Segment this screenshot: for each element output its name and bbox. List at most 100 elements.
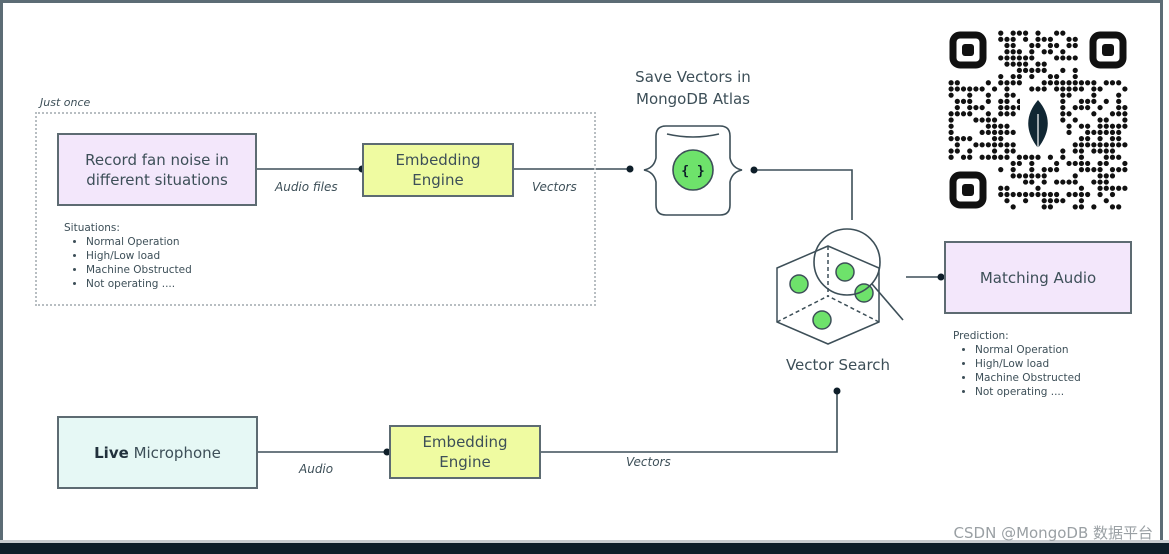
qr-module <box>1016 67 1022 73</box>
qr-module <box>1116 98 1122 104</box>
qr-module <box>998 104 1004 111</box>
qr-module <box>979 104 985 111</box>
situation-item: Normal Operation <box>86 235 192 249</box>
qr-module <box>1010 142 1016 148</box>
qr-module <box>1072 142 1078 148</box>
qr-module <box>1004 185 1010 191</box>
qr-module <box>948 129 954 136</box>
qr-module <box>1097 173 1103 179</box>
qr-module <box>1097 86 1103 92</box>
edge-label-audio-files: Audio files <box>275 180 338 194</box>
qr-module <box>1060 92 1066 98</box>
qr-module <box>1072 160 1078 167</box>
qr-module <box>1109 154 1116 160</box>
qr-module <box>1047 167 1054 173</box>
qr-module <box>979 154 985 160</box>
qr-module <box>1047 198 1054 204</box>
prediction-item: Normal Operation <box>975 343 1081 357</box>
qr-module <box>1060 67 1066 73</box>
qr-module <box>1054 191 1060 198</box>
qr-module <box>1097 129 1103 136</box>
qr-module <box>1047 36 1054 42</box>
qr-module <box>985 142 991 148</box>
qr-module <box>1066 80 1072 86</box>
qr-module <box>1060 80 1066 86</box>
qr-module <box>1060 111 1066 117</box>
qr-module <box>1103 185 1109 191</box>
qr-module <box>967 111 973 117</box>
live-microphone-node: Live Microphone <box>57 416 258 489</box>
qr-module <box>948 111 954 117</box>
qr-module <box>1122 142 1128 148</box>
qr-module <box>1060 104 1066 111</box>
qr-module <box>948 117 954 123</box>
qr-module <box>1029 42 1035 49</box>
qr-module <box>948 136 954 142</box>
qr-module <box>1041 49 1047 55</box>
qr-module <box>1010 61 1016 67</box>
qr-module <box>1122 160 1128 167</box>
qr-module <box>991 86 998 92</box>
qr-module <box>1054 55 1060 61</box>
qr-module <box>1116 123 1122 129</box>
qr-module <box>1054 42 1060 49</box>
image-frame <box>0 0 1163 541</box>
watermark: CSDN @MongoDB 数据平台 <box>953 524 1153 542</box>
qr-module <box>1041 191 1047 198</box>
qr-module <box>1091 111 1097 117</box>
atlas-title: Save Vectors in MongoDB Atlas <box>610 66 776 110</box>
qr-module <box>1072 117 1078 123</box>
qr-module <box>1054 30 1060 36</box>
qr-module <box>1047 49 1054 55</box>
qr-module <box>1041 61 1047 67</box>
qr-module <box>1091 98 1097 104</box>
qr-module <box>1004 98 1010 104</box>
qr-module <box>1066 92 1072 98</box>
qr-module <box>1103 80 1109 86</box>
qr-module <box>1004 61 1010 67</box>
live-bold-label: Live <box>94 443 129 462</box>
qr-module <box>991 117 998 123</box>
qr-module <box>1029 167 1035 173</box>
connector-dot <box>626 165 634 173</box>
edge-label-vectors-top: Vectors <box>532 180 577 194</box>
qr-module <box>1109 142 1116 148</box>
qr-module <box>1010 160 1016 167</box>
bottom-divider <box>0 540 1169 543</box>
qr-module <box>1035 67 1041 73</box>
qr-module <box>1004 191 1010 198</box>
qr-module <box>1116 142 1122 148</box>
qr-module <box>1010 167 1016 173</box>
qr-module <box>1078 167 1085 173</box>
qr-module <box>1078 198 1085 204</box>
qr-module <box>1004 42 1010 49</box>
qr-module <box>1022 198 1029 204</box>
situations-title: Situations: <box>64 222 120 234</box>
qr-module <box>1066 179 1072 185</box>
connector-dot <box>383 448 391 456</box>
qr-module <box>1066 160 1072 167</box>
qr-finder-top-left <box>949 31 987 69</box>
qr-module <box>1072 80 1078 86</box>
qr-module <box>1097 117 1103 123</box>
embedding-top-line1: Embedding <box>395 151 481 169</box>
group-label: Just once <box>40 96 91 109</box>
record-fan-noise-node: Record fan noise in different situations <box>57 133 257 206</box>
qr-module <box>1072 73 1078 80</box>
qr-module <box>960 111 967 117</box>
qr-module <box>1004 55 1010 61</box>
qr-module <box>1116 185 1122 191</box>
qr-module <box>998 123 1004 129</box>
vector-search-cube-icon <box>776 245 880 345</box>
qr-module <box>1010 42 1016 49</box>
qr-module <box>1066 111 1072 117</box>
qr-module <box>1116 129 1122 136</box>
qr-module <box>1085 160 1091 167</box>
qr-module <box>1035 86 1041 92</box>
qr-module <box>1060 117 1066 123</box>
qr-module <box>1010 104 1016 111</box>
qr-module <box>1029 160 1035 167</box>
qr-module <box>1072 86 1078 92</box>
qr-module <box>1085 136 1091 142</box>
qr-module <box>960 154 967 160</box>
